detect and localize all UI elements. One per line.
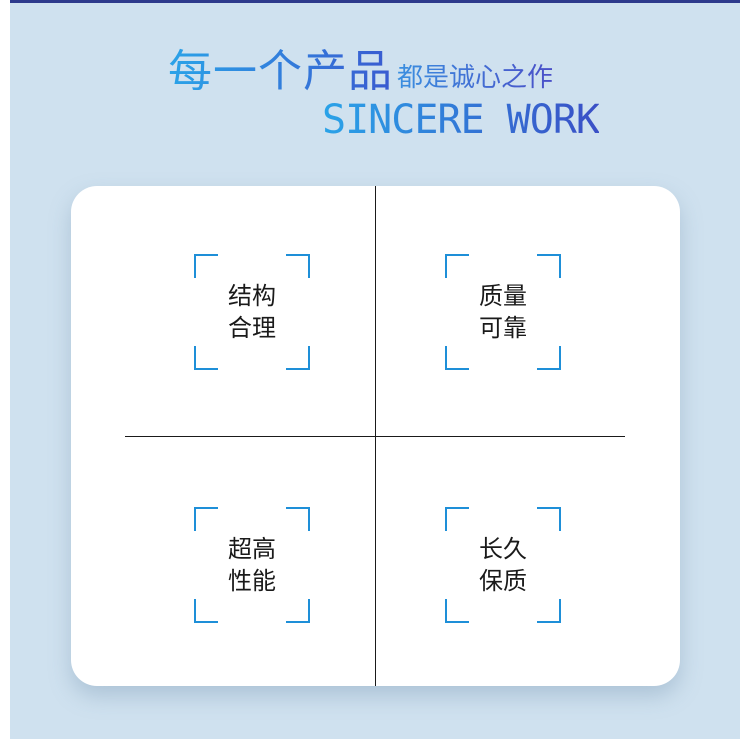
title-english: SINCERE WORK [322,97,600,143]
corner-bracket-icon [537,346,561,370]
feature-label-line2: 可靠 [479,314,527,342]
corner-bracket-icon [445,254,469,278]
title-sub: 都是诚心之作 [397,63,554,93]
corner-bracket-icon [286,346,310,370]
corner-bracket-icon [194,507,218,531]
horizontal-divider [125,436,625,437]
feature-quality: 质量 可靠 [445,254,561,370]
feature-durability: 长久 保质 [445,507,561,623]
feature-label-line2: 性能 [228,567,276,595]
feature-label: 长久 保质 [445,533,561,597]
feature-performance: 超高 性能 [194,507,310,623]
feature-label-line2: 合理 [228,314,276,342]
feature-label: 结构 合理 [194,280,310,344]
page-title: 每一个产品都是诚心之作 [168,46,553,104]
corner-bracket-icon [445,599,469,623]
corner-bracket-icon [286,507,310,531]
feature-card: 结构 合理 质量 可靠 超高 性能 长久 保质 [71,186,680,686]
corner-bracket-icon [194,346,218,370]
corner-bracket-icon [537,254,561,278]
feature-label: 质量 可靠 [445,280,561,344]
corner-bracket-icon [445,346,469,370]
top-accent-bar [10,0,740,3]
feature-label-line2: 保质 [479,567,527,595]
corner-bracket-icon [537,599,561,623]
feature-label: 超高 性能 [194,533,310,597]
corner-bracket-icon [194,599,218,623]
corner-bracket-icon [286,599,310,623]
corner-bracket-icon [194,254,218,278]
corner-bracket-icon [445,507,469,531]
title-main: 每一个产品 [168,46,393,97]
feature-label-line1: 超高 [228,535,276,563]
feature-structure: 结构 合理 [194,254,310,370]
feature-label-line1: 结构 [228,282,276,310]
feature-label-line1: 质量 [479,282,527,310]
corner-bracket-icon [537,507,561,531]
corner-bracket-icon [286,254,310,278]
feature-label-line1: 长久 [479,535,527,563]
